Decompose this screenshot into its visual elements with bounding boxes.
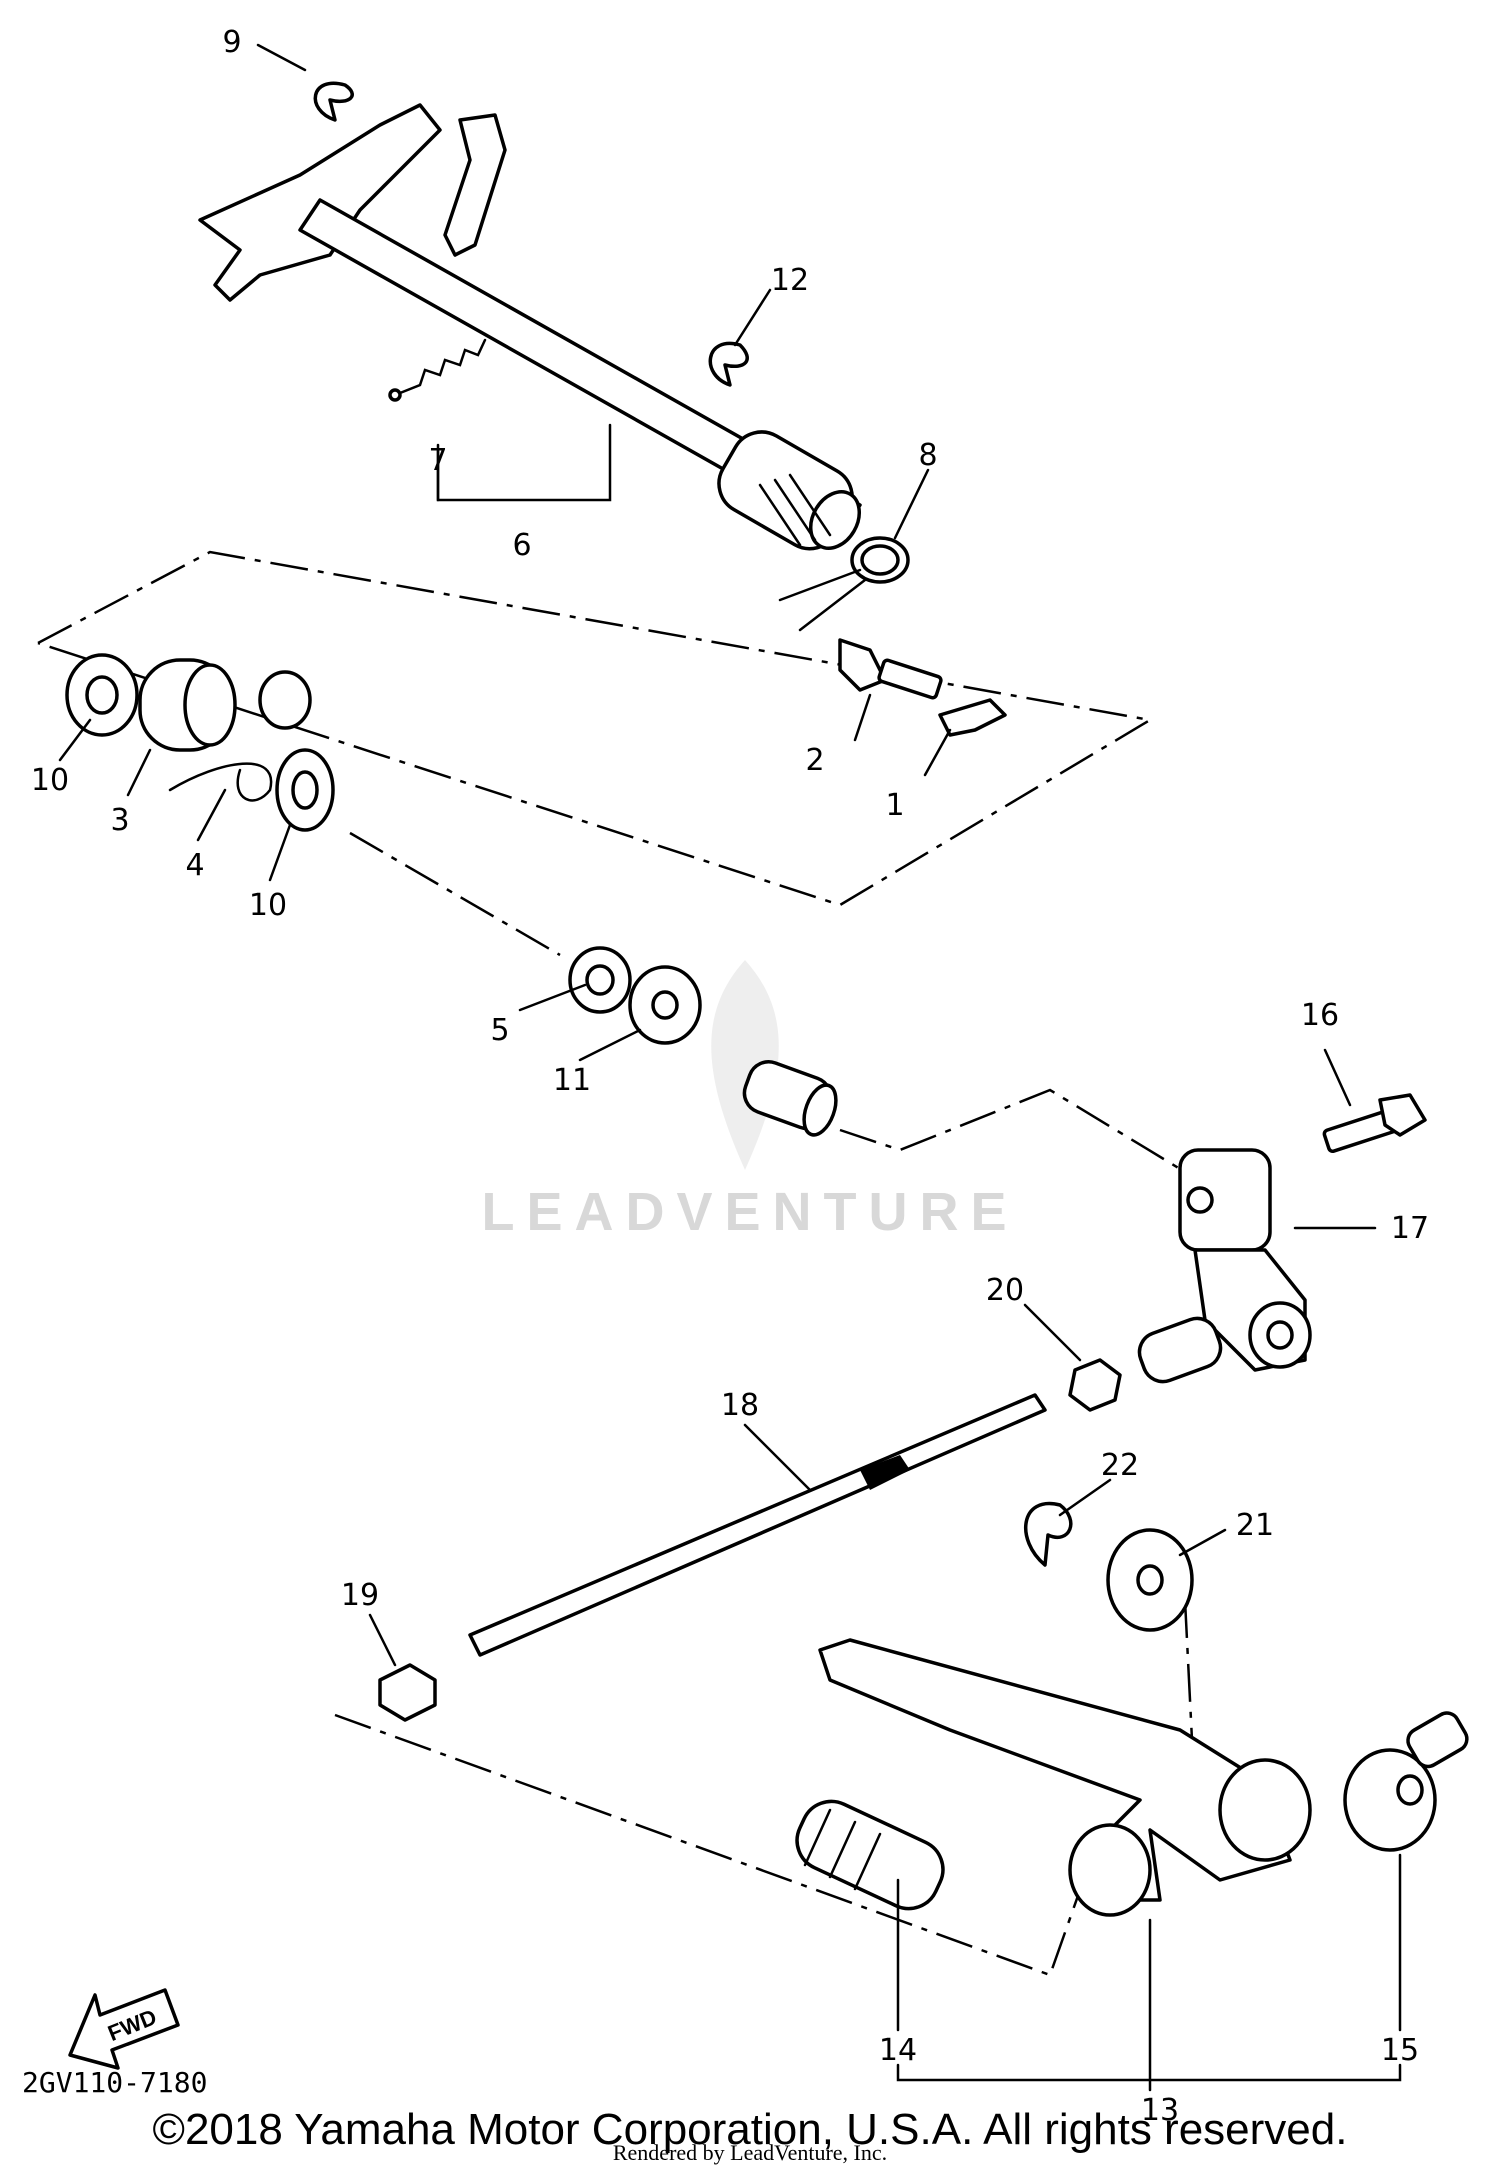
fwd-arrow: FWD xyxy=(68,1988,180,2070)
rendered-by-notice: Rendered by LeadVenture, Inc. xyxy=(612,2140,888,2165)
callout-12: 12 xyxy=(771,263,809,298)
copyright-notice: ©2018 Yamaha Motor Corporation, U.S.A. A… xyxy=(152,2105,1348,2154)
callout-20: 20 xyxy=(986,1273,1024,1308)
bolt-2 xyxy=(838,638,943,700)
callout-5: 5 xyxy=(490,1013,509,1048)
callout-22: 22 xyxy=(1101,1448,1139,1483)
callout-15: 15 xyxy=(1381,2033,1419,2068)
stopper-lever-assembly xyxy=(65,653,335,832)
callout-4: 4 xyxy=(185,848,204,883)
callout-11: 11 xyxy=(553,1063,591,1098)
circlip-22 xyxy=(1023,1501,1073,1567)
shift-rod-18 xyxy=(468,1393,1047,1657)
shift-shaft-assembly xyxy=(198,103,862,551)
circlip-9 xyxy=(313,81,354,122)
pivot-15 xyxy=(1343,1711,1469,1852)
shift-arm-17 xyxy=(1137,1148,1312,1384)
callout-10b: 10 xyxy=(249,888,287,923)
callout-21: 21 xyxy=(1236,1508,1274,1543)
callout-3: 3 xyxy=(110,803,129,838)
callout-16: 16 xyxy=(1301,998,1339,1033)
callout-17: 17 xyxy=(1391,1211,1429,1246)
circlip-12 xyxy=(708,341,749,387)
shift-pedal-13 xyxy=(818,1638,1312,1917)
watermark-text: LEADVENTURE xyxy=(481,1182,1018,1242)
torsion-spring-8 xyxy=(778,536,910,632)
callout-numbers: 9 12 7 6 8 2 1 10 3 4 10 5 11 16 17 20 1… xyxy=(31,25,1429,2128)
callout-18: 18 xyxy=(721,1388,759,1423)
collar-washer-group xyxy=(568,946,838,1137)
callout-2: 2 xyxy=(805,743,824,778)
diagram-code: 2GV110-7180 xyxy=(22,2066,207,2099)
callout-19: 19 xyxy=(341,1578,379,1613)
nut-19 xyxy=(378,1663,437,1722)
callout-10a: 10 xyxy=(31,763,69,798)
washer-21 xyxy=(1106,1528,1194,1632)
callout-6: 6 xyxy=(512,528,531,563)
callout-9: 9 xyxy=(222,25,241,60)
callout-13: 13 xyxy=(1141,2093,1179,2128)
callout-1: 1 xyxy=(885,788,904,823)
callout-14: 14 xyxy=(879,2033,917,2068)
callout-7: 7 xyxy=(428,443,447,478)
pedal-rubber-14 xyxy=(795,1799,945,1911)
bolt-16 xyxy=(1322,1093,1427,1153)
leader-lines xyxy=(58,43,1402,2092)
watermark: LEADVENTURE xyxy=(481,960,1018,1242)
nut-20 xyxy=(1068,1358,1122,1412)
callout-8: 8 xyxy=(918,438,937,473)
spring-7 xyxy=(388,338,487,402)
